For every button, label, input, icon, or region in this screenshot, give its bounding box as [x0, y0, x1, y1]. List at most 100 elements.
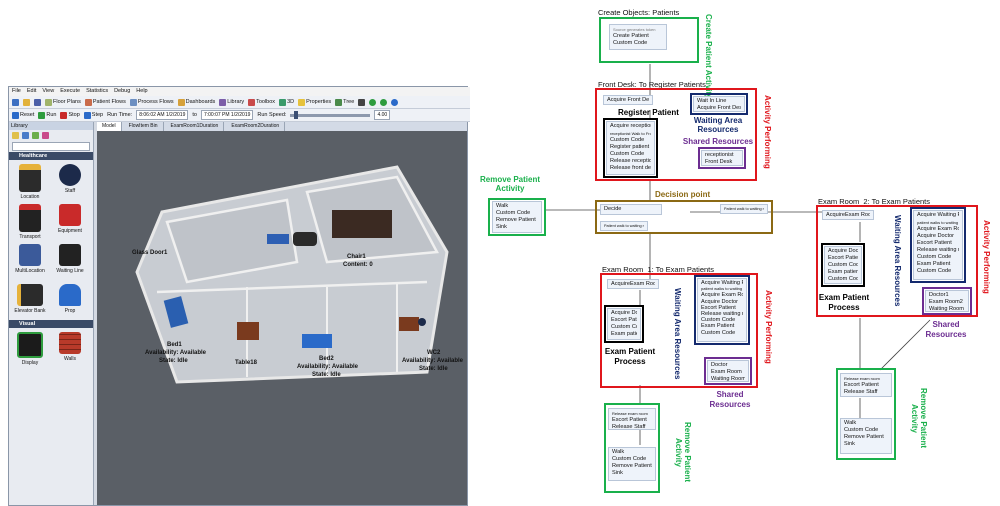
- create-patient-node[interactable]: Source generates token Create Patient Cu…: [609, 24, 667, 50]
- run-label: Run: [46, 112, 57, 118]
- node-line: Custom Code: [496, 210, 531, 216]
- help-icon[interactable]: [391, 98, 399, 106]
- tab-examroom1-duration[interactable]: ExamRoom1Duration: [166, 122, 225, 131]
- exam-room-2-title: Exam Room_2: To Exam Patients: [818, 197, 930, 206]
- remove1-exit-node[interactable]: Walk Custom Code Remove Patient Sink: [608, 447, 656, 481]
- register-patient-node[interactable]: Acquire receptionist receptionist Walk t…: [606, 121, 655, 175]
- node-line: Exam Patient: [701, 323, 735, 330]
- floor-plans-icon: [45, 98, 52, 106]
- exam-room-1-title: Exam Room_1: To Exam Patients: [602, 265, 714, 274]
- library-item-staff[interactable]: Staff: [51, 162, 89, 198]
- decide-node[interactable]: Decide: [600, 204, 662, 215]
- patient-flows-button[interactable]: Patient Flows: [84, 98, 126, 106]
- front-desk-title: Front Desk: To Register Patients: [598, 80, 706, 89]
- library-item-transport[interactable]: Transport: [11, 202, 49, 240]
- library-search-input[interactable]: [12, 142, 90, 151]
- tab-flowitem-bin[interactable]: FlowItem Bin: [124, 122, 164, 131]
- slider-thumb[interactable]: [294, 110, 299, 119]
- category-healthcare[interactable]: Healthcare: [9, 152, 93, 160]
- category-visual[interactable]: Visual: [9, 320, 93, 328]
- decide-out-down[interactable]: Patient walk to waiting room: [600, 221, 648, 231]
- library-item-label: Waiting Line: [56, 268, 84, 274]
- library-item-walls[interactable]: Walls: [51, 330, 89, 366]
- library-button[interactable]: Library: [219, 98, 244, 106]
- remove-left-node[interactable]: Walk Custom Code Remove Patient Sink: [492, 201, 542, 233]
- menu-edit[interactable]: Edit: [26, 88, 37, 94]
- new-file-icon[interactable]: [12, 98, 19, 106]
- library-item-elevator-bank[interactable]: Elevator Bank: [11, 282, 49, 318]
- menu-help[interactable]: Help: [136, 88, 148, 94]
- library-item-waiting-line[interactable]: Waiting Line: [51, 242, 89, 278]
- acquire-front-desk-node[interactable]: Acquire Front Desk: [603, 95, 653, 105]
- front-shared-node[interactable]: receptionist Front Desk: [701, 150, 743, 166]
- library-tool-icon-4[interactable]: [42, 132, 49, 139]
- menu-file[interactable]: File: [12, 88, 21, 94]
- to-label: to: [192, 112, 197, 118]
- node-line: Exam Room2: [929, 299, 963, 305]
- exam1-shared-node[interactable]: Doctor Exam Room Waiting Room: [707, 360, 749, 382]
- node-line: Decide: [604, 206, 622, 212]
- exam1-wait-node[interactable]: Acquire Waiting Room patient walks to wa…: [697, 278, 747, 342]
- menu-view[interactable]: View: [42, 88, 55, 94]
- properties-button[interactable]: Properties: [298, 98, 331, 106]
- menu-statistics[interactable]: Statistics: [86, 88, 109, 94]
- toolbox-button[interactable]: Toolbox: [248, 98, 275, 106]
- remove-left-group: [488, 198, 546, 236]
- library-tool-icon-3[interactable]: [32, 132, 39, 139]
- library-tool-icon[interactable]: [12, 132, 19, 139]
- run-time-start-field[interactable]: 8:06:02 AM 1/2/2019: [136, 110, 189, 120]
- library-tool-icon-2[interactable]: [22, 132, 29, 139]
- stop-button[interactable]: Stop: [60, 111, 80, 119]
- exam2-shared-node[interactable]: Doctor1 Exam Room2 Waiting Room: [925, 290, 969, 312]
- menu-debug[interactable]: Debug: [114, 88, 131, 94]
- floor-plans-button[interactable]: Floor Plans: [45, 98, 81, 106]
- library-item-location[interactable]: Location: [11, 162, 49, 200]
- exam2-wait-node[interactable]: Acquire Waiting Room patient walks to wa…: [913, 210, 963, 280]
- activity-performing-label-front: Activity Performing: [763, 95, 772, 169]
- tab-examroom2-duration[interactable]: ExamRoom2Duration: [226, 122, 286, 131]
- grid-icon[interactable]: [358, 98, 366, 106]
- exam2-process-node[interactable]: Acquire Doctor Escort Patient Custom Cod…: [824, 246, 862, 284]
- tree-button[interactable]: Tree: [335, 98, 354, 106]
- node-line: Remove Patient: [496, 217, 536, 223]
- tab-model[interactable]: Model: [97, 122, 122, 131]
- node-line: Custom Code: [612, 456, 647, 462]
- wc-availability: Availability: Available: [402, 358, 464, 364]
- reset-button[interactable]: Reset: [12, 111, 35, 119]
- open-folder-icon[interactable]: [23, 98, 30, 106]
- exam2-acquire-node[interactable]: AcquireExam Room: [822, 210, 874, 220]
- process-flows-button[interactable]: Process Flows: [129, 98, 174, 106]
- run-button[interactable]: Run: [38, 111, 57, 119]
- front-wait-node[interactable]: Wait In Line Acquire Front Desk: [693, 96, 745, 112]
- remove2-release-node[interactable]: Release exam room Escort Patient Release…: [840, 373, 892, 397]
- remove2-exit-node[interactable]: Walk Custom Code Remove Patient Sink: [840, 418, 892, 454]
- dashboards-button[interactable]: Dashboards: [177, 98, 216, 106]
- remove1-release-node[interactable]: Release exam room Escort Patient Release…: [608, 408, 656, 430]
- run-speed-field[interactable]: 4.00: [374, 110, 391, 120]
- green-status-icon-2[interactable]: [380, 98, 388, 106]
- library-item-equipment[interactable]: Equipment: [51, 202, 89, 238]
- menu-execute[interactable]: Execute: [60, 88, 81, 94]
- exam1-shared-group: [704, 357, 752, 385]
- green-status-icon[interactable]: [369, 98, 377, 106]
- library-item-multilocation[interactable]: MultiLocation: [11, 242, 49, 278]
- run-speed-slider[interactable]: [290, 110, 371, 119]
- node-line: Create Patient: [613, 33, 649, 39]
- 3d-button[interactable]: 3D: [279, 98, 294, 106]
- node-line: Waiting Room: [929, 306, 964, 312]
- reset-label: Reset: [20, 112, 35, 118]
- exam1-process-node[interactable]: Acquire Doctor Escort Patient Custom Cod…: [607, 308, 641, 340]
- dashboards-label: Dashboards: [185, 99, 216, 105]
- step-button[interactable]: Step: [83, 111, 103, 119]
- front-desk-activity-group: [595, 88, 757, 181]
- 3d-model-view[interactable]: Model FlowItem Bin ExamRoom1Duration Exa…: [97, 122, 467, 505]
- run-time-end-field[interactable]: 7:00:07 PM 1/2/2019: [200, 110, 254, 120]
- node-line: Escort Patient: [844, 382, 879, 388]
- library-item-prop[interactable]: Prop: [51, 282, 89, 318]
- save-icon[interactable]: [34, 98, 41, 106]
- exam2-process-group: [821, 243, 865, 287]
- library-item-display[interactable]: Display: [11, 330, 49, 366]
- exam2-wait-group: [910, 207, 966, 283]
- decide-out-right[interactable]: Patient walk to waiting room: [720, 204, 768, 214]
- exam1-acquire-node[interactable]: AcquireExam Room: [607, 279, 659, 289]
